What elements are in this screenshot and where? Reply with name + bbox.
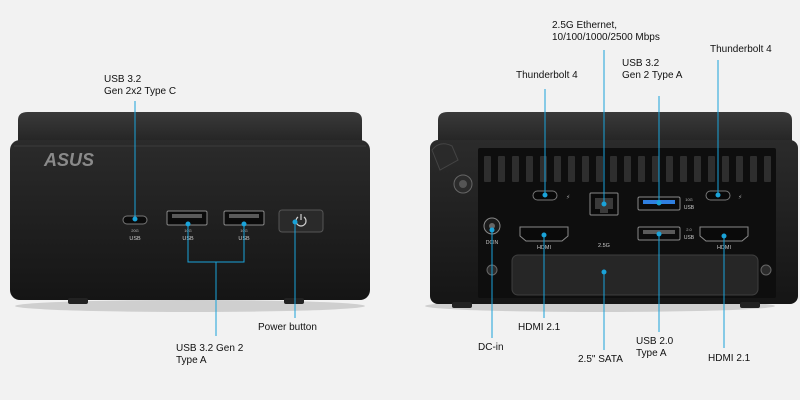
power-button[interactable] [278, 209, 324, 233]
vent-grille [484, 156, 771, 182]
asus-logo: ASUS [43, 150, 94, 170]
power-icon [295, 214, 307, 227]
label-back-sata: 2.5" SATA [578, 354, 623, 365]
sata-bay-cover [511, 254, 759, 296]
ethernet-mark: 2.5G [598, 243, 610, 249]
back-unit: ⚡ ⚡ 2.5G 10G USB 2.0 USB HDMI HDMI DCIN [425, 112, 798, 312]
label-front-usbc: USB 3.2 Gen 2x2 Type C [104, 74, 177, 97]
label-back-tb4-left: Thunderbolt 4 [516, 70, 578, 81]
usbc-name-mark: USB [129, 236, 141, 242]
usb2-name-mark: USB [684, 235, 695, 241]
thunderbolt-icon: ⚡ [566, 194, 570, 201]
label-back-hdmi-right: HDMI 2.1 [708, 353, 751, 364]
label-back-tb4-right: Thunderbolt 4 [710, 44, 772, 55]
thunderbolt-icon: ⚡ [738, 194, 742, 201]
usb2-speed-mark: 2.0 [686, 227, 692, 232]
label-front-power: Power button [258, 322, 317, 333]
usb3-speed-mark: 10G [685, 197, 693, 202]
label-back-usb32: USB 3.2 Gen 2 Type A [622, 58, 683, 81]
label-back-usb20: USB 2.0 Type A [636, 336, 674, 359]
label-back-ethernet: 2.5G Ethernet, 10/100/1000/2500 Mbps [552, 20, 660, 43]
label-front-usba: USB 3.2 Gen 2 Type A [176, 343, 244, 366]
label-back-dcin: DC-in [478, 342, 504, 353]
label-back-hdmi-left: HDMI 2.1 [518, 322, 561, 333]
dc-in-port [489, 223, 495, 229]
front-callouts [132, 101, 298, 336]
front-unit: ASUS 20G USB 10G USB 10G USB [10, 112, 370, 312]
back-callouts [489, 50, 727, 350]
usbc-speed-mark: 20G [131, 228, 139, 233]
usb3-name-mark: USB [684, 205, 695, 211]
